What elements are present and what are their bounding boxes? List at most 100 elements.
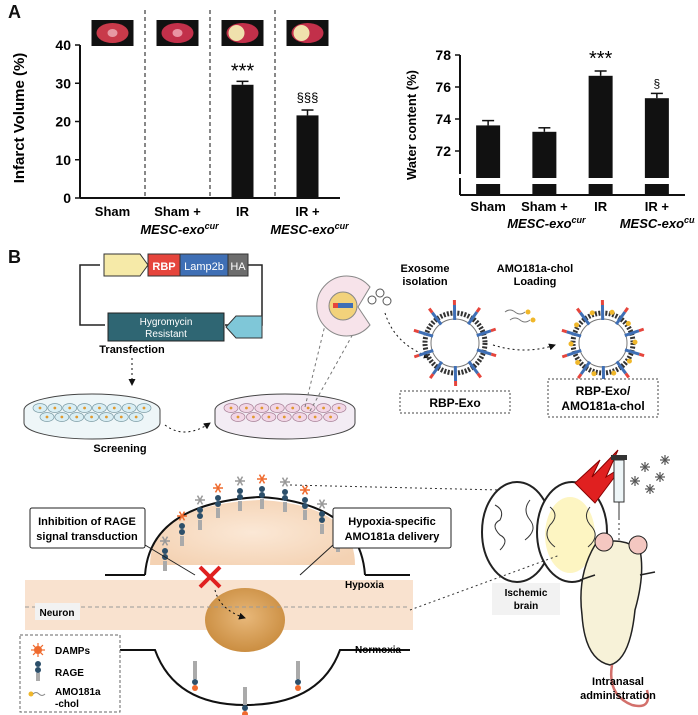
damp-star bbox=[284, 477, 289, 483]
x-tick-label-sub: MESC-exocur bbox=[620, 215, 695, 231]
y-tick-label: 74 bbox=[435, 111, 451, 127]
bar-base bbox=[644, 184, 669, 195]
neuron-label: Neuron bbox=[40, 608, 75, 619]
panel-b-label: B bbox=[8, 247, 21, 267]
svg-text:AMO181a delivery: AMO181a delivery bbox=[345, 531, 441, 543]
x-tick-label-sub: MESC-exocur bbox=[140, 221, 219, 237]
rbp-marker bbox=[490, 327, 497, 333]
damp-star bbox=[199, 495, 204, 501]
y-axis-label: Infarct Volume (%) bbox=[11, 53, 28, 184]
amo-chol bbox=[591, 371, 597, 377]
rage-receptors-bottom bbox=[192, 661, 301, 715]
damp-star bbox=[239, 476, 244, 482]
rage-stalk bbox=[283, 502, 287, 512]
rbp-marker bbox=[561, 328, 568, 334]
rbp-marker bbox=[475, 306, 482, 313]
lamp2b-marker bbox=[467, 360, 479, 375]
bar bbox=[644, 98, 669, 178]
normoxia-label: Normoxia bbox=[355, 645, 402, 656]
mechanism-schematic: RBP Lamp2b HA Hygromycin Resistant Trans… bbox=[19, 253, 670, 715]
damps-icon bbox=[31, 643, 45, 657]
svg-text:DAMPs: DAMPs bbox=[55, 646, 90, 657]
producing-cell bbox=[316, 275, 392, 337]
svg-text:administration: administration bbox=[580, 690, 656, 702]
svg-text:AMO181a: AMO181a bbox=[55, 687, 101, 698]
rbp-marker bbox=[428, 373, 435, 380]
hygromycin-block bbox=[107, 312, 225, 342]
rage-stalk bbox=[260, 499, 264, 509]
x-tick-label: Sham bbox=[95, 204, 130, 219]
rage-head bbox=[237, 494, 243, 500]
svg-text:Hypoxia-specific: Hypoxia-specific bbox=[348, 516, 435, 528]
svg-text:RAGE: RAGE bbox=[55, 668, 84, 679]
damp-star bbox=[304, 485, 309, 491]
significance-label: *** bbox=[231, 60, 255, 82]
rage-head bbox=[302, 503, 308, 509]
rbp-marker bbox=[623, 306, 630, 313]
amo-chol bbox=[575, 360, 581, 366]
significance-label: §§§ bbox=[297, 90, 319, 105]
exosome-star bbox=[644, 463, 649, 468]
brain-slice-image bbox=[91, 20, 134, 46]
amo-chol bbox=[626, 358, 632, 364]
svg-text:AMO181a-chol: AMO181a-chol bbox=[561, 399, 644, 413]
damp-star bbox=[164, 536, 169, 542]
brain-slice-image bbox=[156, 20, 199, 46]
damp-star bbox=[321, 499, 326, 505]
bar bbox=[588, 75, 613, 178]
rage-stalk bbox=[320, 524, 324, 534]
lamp2b-marker bbox=[579, 311, 591, 326]
svg-text:signal transduction: signal transduction bbox=[36, 531, 138, 543]
svg-text:Resistant: Resistant bbox=[145, 329, 187, 340]
lamp2b-marker bbox=[418, 348, 434, 357]
axis-break bbox=[456, 174, 464, 178]
callout-rage-inhibition bbox=[29, 507, 146, 549]
rbp-exo-box bbox=[399, 390, 511, 414]
lamp2b-marker bbox=[476, 329, 492, 338]
amo-chol bbox=[574, 322, 580, 328]
y-tick-label: 20 bbox=[55, 114, 71, 130]
amo-chol bbox=[609, 309, 615, 315]
rage-head bbox=[282, 495, 288, 501]
exosome-cluster-icon bbox=[630, 455, 670, 494]
svg-text:-chol: -chol bbox=[55, 699, 79, 710]
culture-dish-left bbox=[23, 393, 161, 440]
plasmid-construct: RBP Lamp2b HA Hygromycin Resistant bbox=[79, 253, 263, 342]
x-tick-label: IR bbox=[236, 204, 250, 219]
rbp-marker bbox=[490, 352, 497, 358]
lamp2b-marker bbox=[624, 348, 640, 356]
x-tick-label: Sham bbox=[470, 199, 505, 214]
svg-text:RBP-Exo: RBP-Exo bbox=[429, 396, 480, 410]
rage-stalk bbox=[198, 520, 202, 530]
bar-base bbox=[476, 184, 501, 195]
svg-text:RBP-Exo/: RBP-Exo/ bbox=[576, 384, 631, 398]
amo-chol bbox=[568, 341, 574, 347]
amo-chol bbox=[625, 320, 631, 326]
lamp2b-marker bbox=[418, 330, 434, 338]
x-tick-label-sub: MESC-exocur bbox=[270, 221, 349, 237]
bar bbox=[231, 84, 254, 198]
rage-stalk bbox=[216, 508, 220, 518]
rage-stalk bbox=[296, 661, 300, 679]
rage-receptors-top bbox=[160, 474, 343, 571]
mouse-icon bbox=[579, 532, 656, 708]
ischemic-brain-label: Ischemic bbox=[505, 588, 548, 599]
callout-hypoxia-delivery bbox=[332, 507, 452, 549]
svg-text:isolation: isolation bbox=[402, 276, 448, 288]
rage-head bbox=[215, 501, 221, 507]
amo-chol bbox=[632, 339, 638, 345]
intranasal-label: Intranasal bbox=[592, 676, 644, 688]
lamp2b-marker bbox=[431, 360, 443, 375]
significance-label: *** bbox=[589, 48, 613, 70]
exosome-isolation-label: Exosome bbox=[401, 263, 450, 275]
rbp-exo-amo-box bbox=[547, 378, 659, 418]
exosome-star bbox=[634, 477, 639, 482]
svg-text:Inhibition of RAGE: Inhibition of RAGE bbox=[38, 516, 136, 528]
lamp2b-marker bbox=[566, 330, 582, 338]
rbp-marker bbox=[476, 372, 482, 379]
damp-star bbox=[181, 511, 186, 517]
culture-dish-right bbox=[214, 393, 356, 440]
lamp2b-marker bbox=[566, 348, 582, 357]
lamp2b-marker bbox=[431, 311, 443, 326]
